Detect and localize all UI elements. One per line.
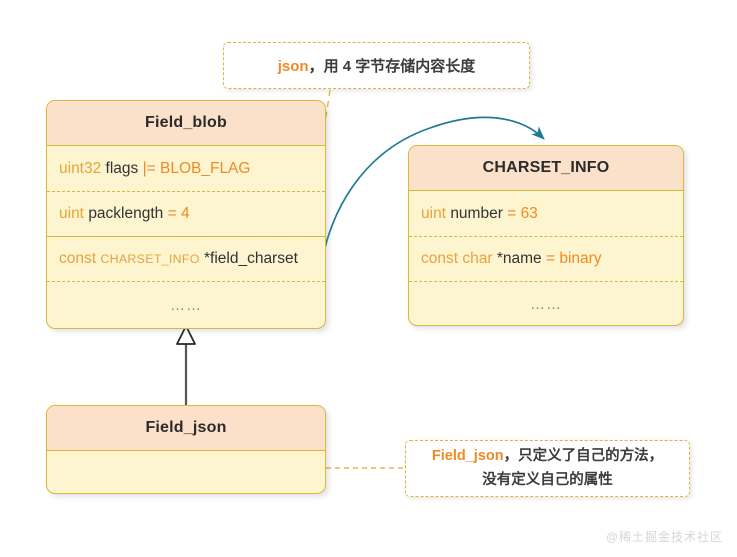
- note-bottom-emphasis: Field_json: [431, 448, 504, 465]
- token-operator: |=: [142, 159, 156, 177]
- token-name: flags: [105, 159, 139, 177]
- note-json-packlength: json，用 4 字节存储内容长度: [223, 42, 530, 89]
- class-box-charset-info[interactable]: CHARSET_INFO uint number = 63 const char…: [408, 145, 684, 326]
- row-field-blob-packlength[interactable]: uint packlength = 4: [47, 191, 325, 236]
- token-type: uint: [421, 204, 446, 222]
- token-type: uint32: [59, 159, 102, 177]
- token-operator: =: [167, 205, 177, 222]
- class-rows-field-blob: uint32 flags |= BLOB_FLAG uint packlengt…: [47, 146, 325, 328]
- row-charset-info-more: ……: [409, 281, 683, 325]
- token-value: BLOB_FLAG: [160, 159, 251, 177]
- token-value: 63: [520, 204, 538, 222]
- row-charset-info-number[interactable]: uint number = 63: [409, 191, 683, 236]
- class-box-field-json[interactable]: Field_json: [46, 405, 326, 494]
- row-field-blob-flags[interactable]: uint32 flags |= BLOB_FLAG: [47, 146, 325, 191]
- token-pointer: *name: [496, 250, 542, 267]
- class-title-field-json: Field_json: [47, 406, 325, 451]
- row-charset-info-name[interactable]: const char *name = binary: [409, 236, 683, 281]
- token-type: const: [59, 250, 97, 267]
- class-title-charset-info: CHARSET_INFO: [409, 146, 683, 191]
- note-top-emphasis: json: [277, 58, 309, 75]
- row-field-blob-more: ……: [47, 281, 325, 328]
- token-type: const char: [421, 250, 493, 267]
- watermark: @稀土掘金技术社区: [605, 530, 723, 544]
- class-rows-field-json: [47, 451, 325, 493]
- note-bottom-line1: ，只定义了自己的方法，: [503, 448, 664, 465]
- note-field-json-methods: Field_json，只定义了自己的方法， 没有定义自己的属性: [405, 440, 690, 497]
- class-title-field-blob: Field_blob: [47, 101, 325, 146]
- token-operator: =: [545, 250, 556, 267]
- note-bottom-line2: 没有定义自己的属性: [482, 471, 613, 488]
- token-name: packlength: [88, 205, 164, 222]
- token-pointer: *field_charset: [203, 250, 298, 267]
- token-operator: =: [507, 204, 517, 222]
- token-value: 4: [180, 205, 190, 222]
- class-rows-charset-info: uint number = 63 const char *name = bina…: [409, 191, 683, 325]
- token-struct-name: CHARSET_INFO: [100, 252, 200, 266]
- token-type: uint: [59, 205, 84, 222]
- token-name: number: [450, 204, 503, 222]
- row-field-json-empty: [47, 451, 325, 493]
- note-top-text: ，用 4 字节存储内容长度: [308, 58, 476, 75]
- class-box-field-blob[interactable]: Field_blob uint32 flags |= BLOB_FLAG uin…: [46, 100, 326, 329]
- token-value: binary: [559, 250, 602, 267]
- row-field-blob-field-charset[interactable]: const CHARSET_INFO *field_charset: [47, 236, 325, 281]
